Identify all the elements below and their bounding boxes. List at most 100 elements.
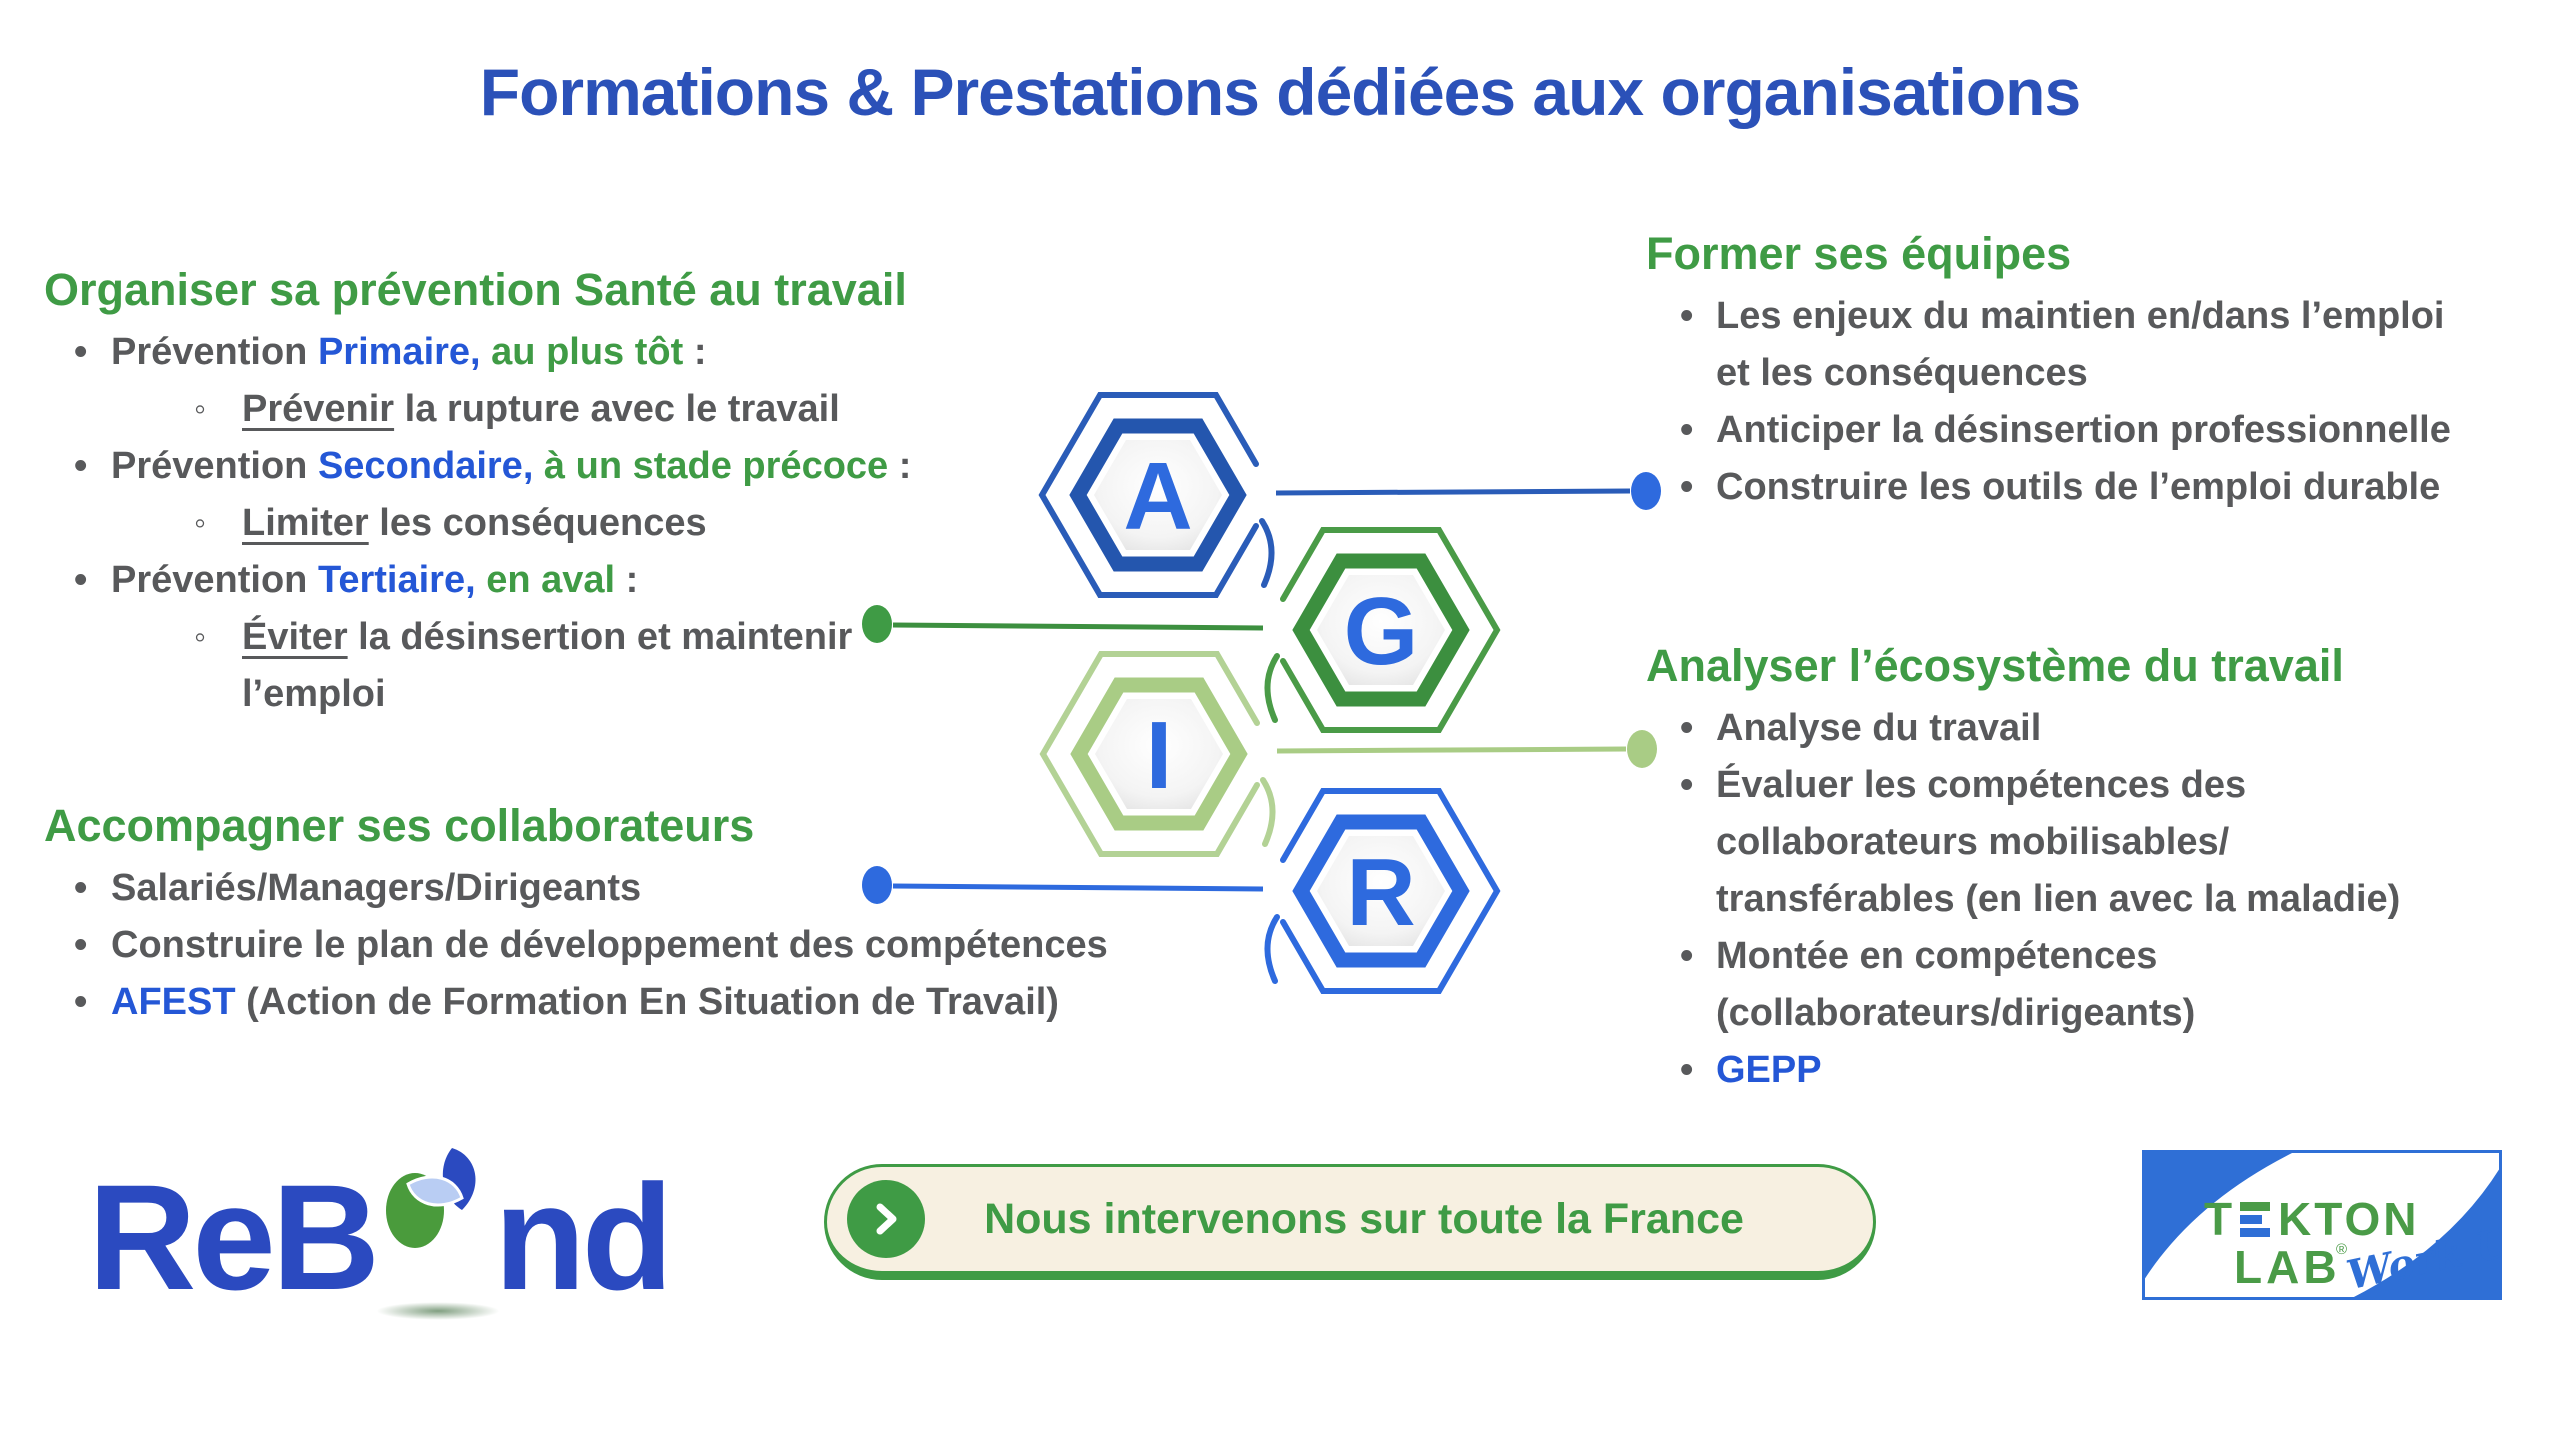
item-text: (collaborateurs/dirigeants): [1716, 992, 2196, 1034]
banner-label: Nous intervenons sur toute la France: [984, 1194, 1744, 1243]
item-text: collaborateurs mobilisables/: [1716, 821, 2230, 863]
accompagner-list: Salariés/Managers/Dirigeants Construire …: [44, 860, 1204, 1031]
item-text: Construire les outils de l’emploi durabl…: [1716, 466, 2441, 508]
item-keyword: GEPP: [1716, 1049, 1822, 1091]
rebond-logo: ReB nd: [88, 1142, 673, 1321]
item-text: :: [615, 559, 639, 601]
coverage-banner: Nous intervenons sur toute la France: [824, 1164, 1876, 1280]
agir-hexagon-diagram: A G I R: [862, 392, 1661, 994]
item-text: Prévention: [111, 445, 318, 487]
connector-dot-blue: [862, 866, 892, 904]
item-text: Analyse du travail: [1716, 707, 2042, 749]
section-accompagner: Accompagner ses collaborateurs Salariés/…: [44, 798, 1204, 1031]
rebond-logo-text: nd: [494, 1153, 673, 1321]
section-analyser: Analyser l’écosystème du travail Analyse…: [1646, 638, 2536, 1099]
item-text: la rupture avec le travail: [394, 388, 840, 430]
hexagon-tail: [1260, 777, 1276, 847]
item-text: et les conséquences: [1716, 352, 2088, 394]
item-text: Salariés/Managers/Dirigeants: [111, 867, 642, 909]
item-text: (Action de Formation En Situation de Tra…: [235, 981, 1059, 1023]
hexagon-tail: [1259, 518, 1275, 588]
list-item: Salariés/Managers/Dirigeants: [44, 860, 1204, 917]
item-keyword: AFEST: [111, 981, 236, 1023]
list-item: Montée en compétences (collaborateurs/dir…: [1646, 928, 2536, 1042]
list-subitem: Limiter les conséquences: [44, 495, 1044, 552]
item-text: Montée en compétences: [1716, 935, 2158, 977]
list-item: Prévention Secondaire, à un stade précoc…: [44, 438, 1044, 495]
rebond-o-ring-icon: [376, 1148, 501, 1320]
connector-i-to-analyser: [1276, 730, 1657, 768]
logo-corner-swoosh: [2144, 1152, 2294, 1280]
list-item: Construire les outils de l’emploi durabl…: [1646, 459, 2536, 516]
list-item: Évaluer les compétences des collaborateur…: [1646, 757, 2536, 928]
item-text: Prévention: [111, 559, 318, 601]
hexagon-letter-r: R: [1346, 839, 1415, 946]
hexagon-tail: [1264, 914, 1280, 984]
list-item: Anticiper la désinsertion professionnell…: [1646, 402, 2536, 459]
item-text: Construire le plan de développement des …: [111, 924, 1108, 966]
list-item: GEPP: [1646, 1042, 2536, 1099]
item-text: les conséquences: [368, 502, 707, 544]
section-heading-accompagner: Accompagner ses collaborateurs: [44, 800, 755, 851]
registered-mark: ®: [2336, 1241, 2347, 1258]
logo-corner-swoosh: [2352, 1168, 2500, 1298]
prevention-list: Prévention Primaire, au plus tôt : Préve…: [44, 324, 1044, 723]
item-green-text: au plus tôt: [480, 331, 684, 373]
item-text: Les enjeux du maintien en/dans l’emploi: [1716, 295, 2445, 337]
section-heading-former: Former ses équipes: [1646, 228, 2072, 279]
item-keyword: Tertiaire,: [317, 559, 476, 601]
list-subitem: Éviter la désinsertion et maintenir l’emp…: [44, 609, 1044, 723]
section-prevention-sante: Organiser sa prévention Santé au travail…: [44, 262, 1044, 723]
item-text: la désinsertion et maintenir: [347, 616, 853, 658]
list-item: Les enjeux du maintien en/dans l’emploi e…: [1646, 288, 2536, 402]
list-item: Construire le plan de développement des …: [44, 917, 1204, 974]
rebond-shadow: [376, 1302, 501, 1320]
hexagon-letter-a: A: [1123, 443, 1192, 550]
item-text: Anticiper la désinsertion professionnell…: [1716, 409, 2451, 451]
tekton-text: T: [2204, 1193, 2235, 1245]
connector-a-to-former: [1275, 472, 1661, 510]
page-title: Formations & Prestations dédiées aux org…: [479, 55, 2081, 129]
item-keyword: Primaire,: [317, 331, 481, 373]
underlined-word: Limiter: [242, 502, 369, 544]
list-item: AFEST (Action de Formation En Situation …: [44, 974, 1204, 1031]
lab-text: LAB: [2234, 1241, 2341, 1293]
connector-dot-blue: [1631, 472, 1661, 510]
item-text: Prévention: [111, 331, 318, 373]
list-item: Analyse du travail: [1646, 700, 2536, 757]
item-keyword: Secondaire,: [317, 445, 534, 487]
item-text: l’emploi: [242, 673, 386, 715]
section-heading-prevention: Organiser sa prévention Santé au travail: [44, 264, 907, 315]
section-former: Former ses équipes Les enjeux du maintie…: [1646, 226, 2536, 516]
rebond-logo-text: ReB: [88, 1153, 380, 1321]
hexagon-g: G: [1264, 527, 1501, 733]
analyser-list: Analyse du travail Évaluer les compétenc…: [1646, 700, 2536, 1099]
item-green-text: à un stade précoce: [533, 445, 889, 487]
section-heading-analyser: Analyser l’écosystème du travail: [1646, 640, 2344, 691]
hexagon-a: A: [1038, 392, 1275, 598]
underlined-word: Prévenir: [242, 388, 395, 430]
stylized-e-icon: [2240, 1202, 2270, 1237]
hexagon-letter-i: I: [1146, 702, 1173, 809]
connector-dot-light-green: [1627, 730, 1657, 768]
list-subitem: Prévenir la rupture avec le travail: [44, 381, 1044, 438]
item-green-text: en aval: [475, 559, 616, 601]
connector-dot-green: [862, 605, 892, 643]
hexagon-i: I: [1039, 651, 1276, 857]
underlined-word: Éviter: [242, 616, 348, 658]
item-text: Évaluer les compétences des: [1716, 764, 2247, 806]
connector-g-to-prevention: [862, 605, 1264, 643]
tekton-lab-logo: T KTON LAB ® Work Up: [2142, 1150, 2502, 1300]
hexagon-tail: [1264, 653, 1280, 723]
item-text: transférables (en lien avec la maladie): [1716, 878, 2401, 920]
chevron-right-icon: [847, 1180, 925, 1258]
hexagon-r: R: [1264, 788, 1501, 994]
item-text: :: [683, 331, 707, 373]
connector-r-to-accompagner: [862, 866, 1264, 904]
list-item: Prévention Tertiaire, en aval :: [44, 552, 1044, 609]
leaf-icon: [406, 1148, 476, 1210]
list-item: Prévention Primaire, au plus tôt :: [44, 324, 1044, 381]
former-list: Les enjeux du maintien en/dans l’emploi e…: [1646, 288, 2536, 516]
tekton-text: KTON: [2278, 1193, 2420, 1245]
